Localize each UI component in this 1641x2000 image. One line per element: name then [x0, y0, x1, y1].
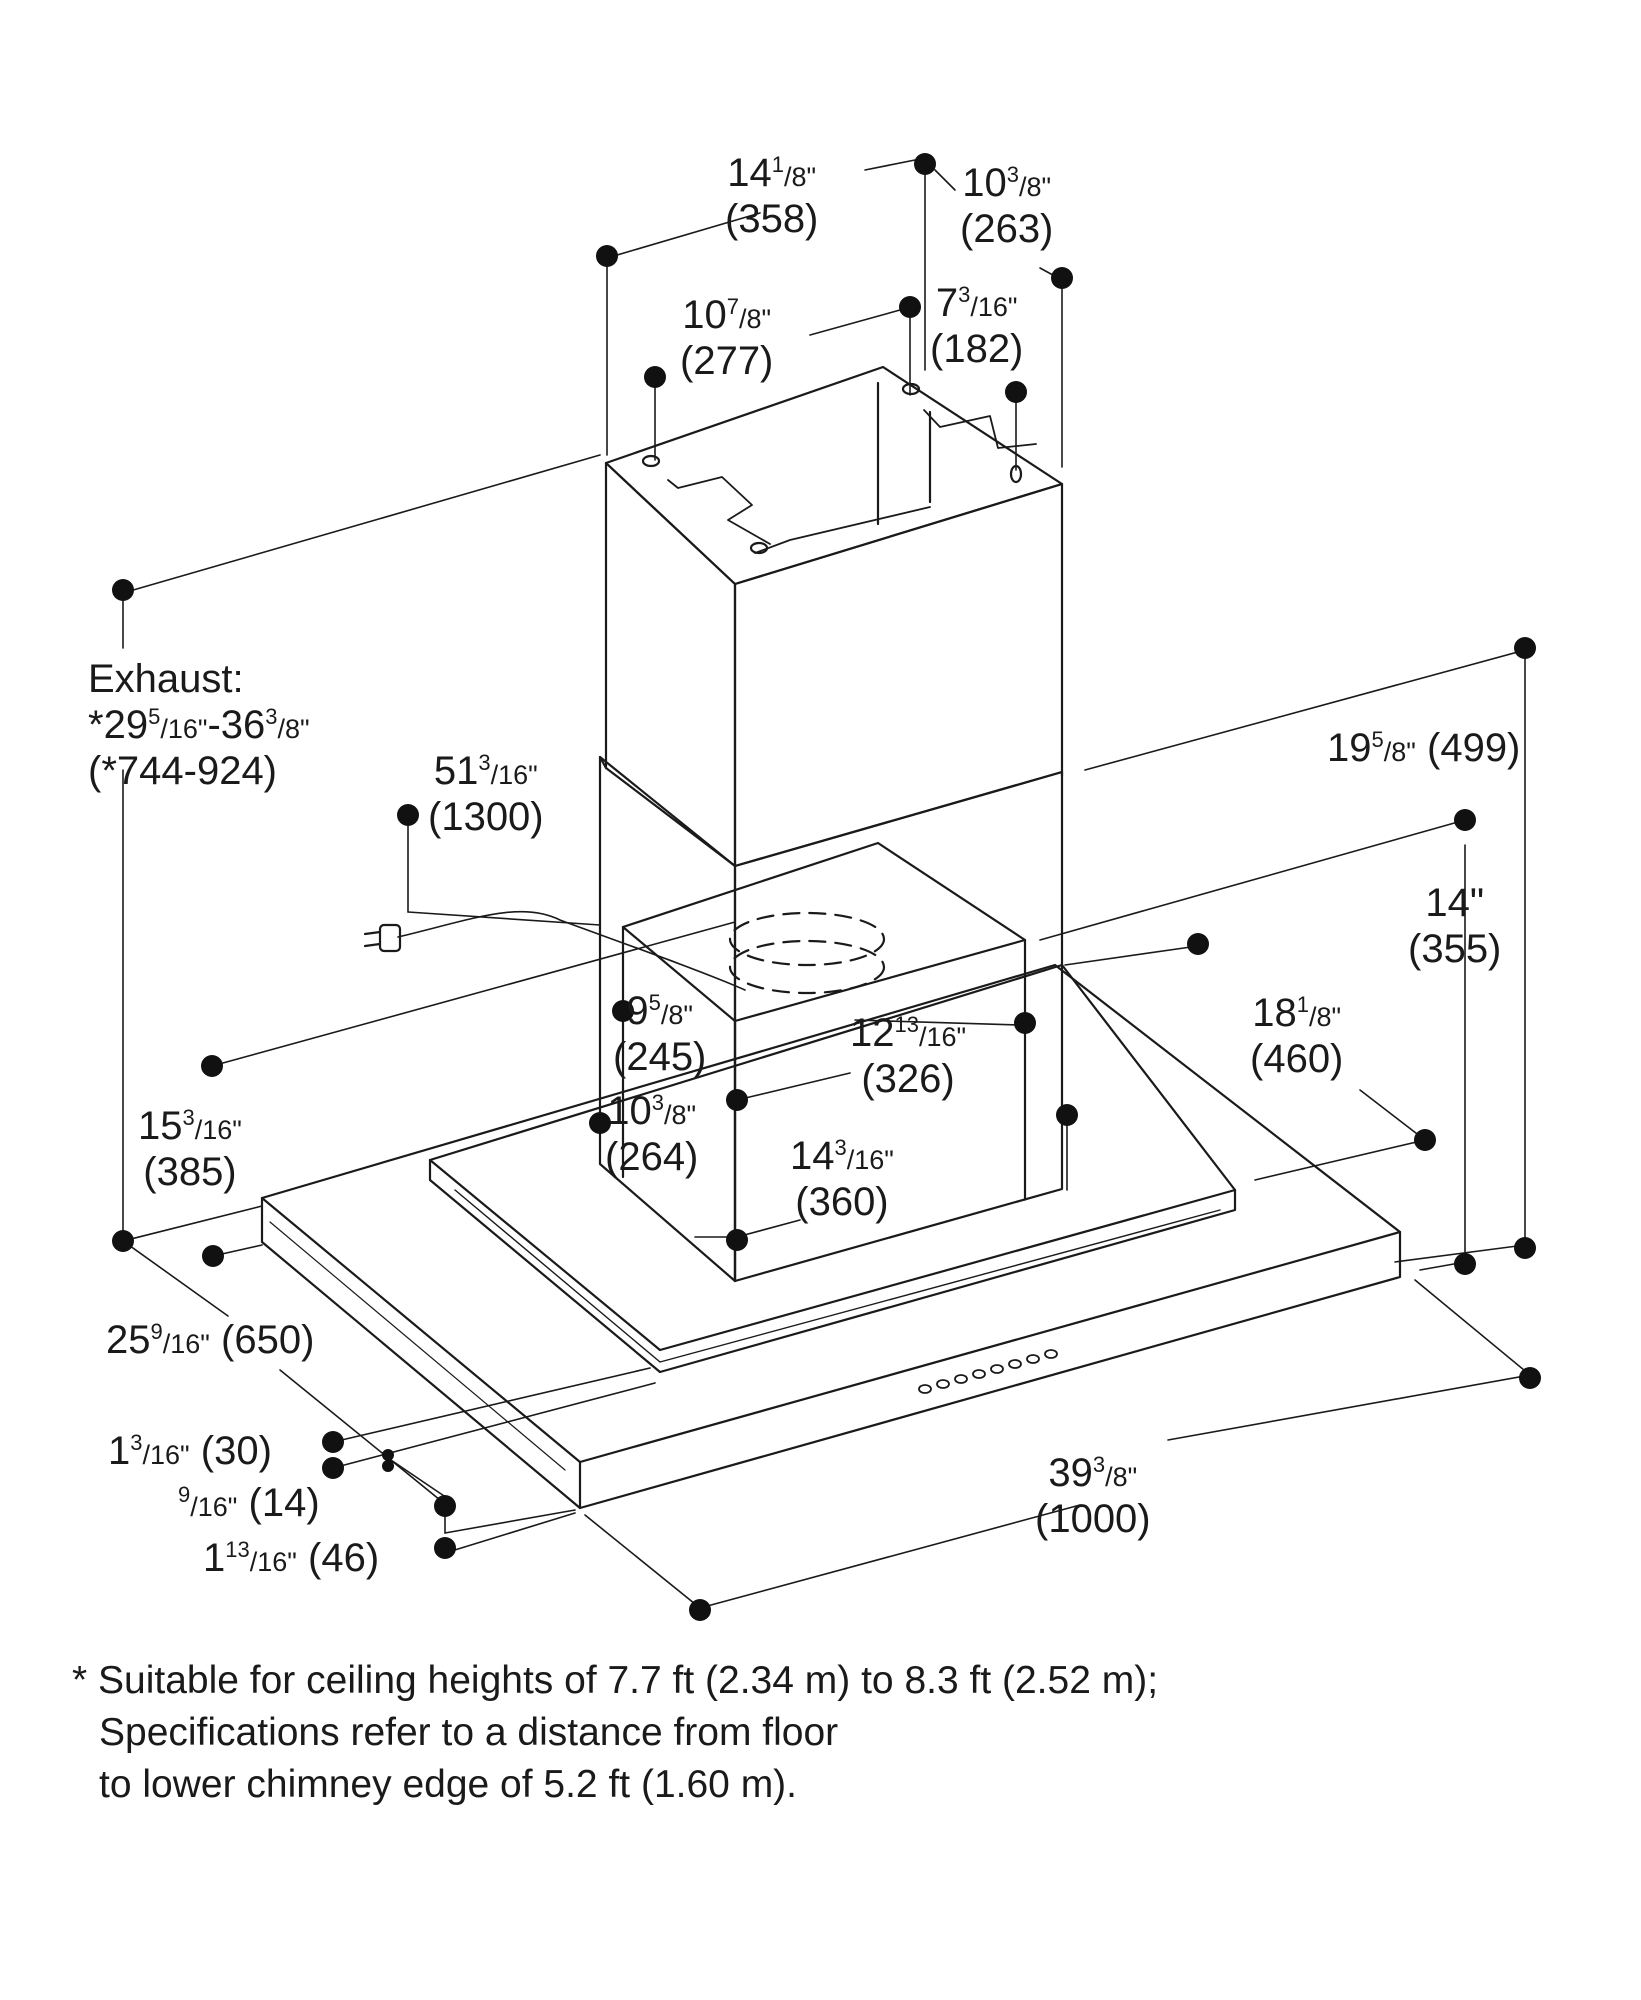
- dim-total-height: 513/16" (1300): [428, 749, 544, 839]
- dim-bracket-width: 107/8" (277): [680, 293, 774, 383]
- power-cord: [363, 910, 746, 991]
- canopy: [260, 963, 1402, 1510]
- dim-chimney-width-top: 141/8" (358): [725, 151, 819, 241]
- dim-chimney-lower-depth: 103/8" (264): [605, 1089, 699, 1179]
- footnote-line-2: Specifications refer to a distance from …: [99, 1710, 839, 1754]
- dim-hood-width: 393/8" (1000): [1035, 1451, 1151, 1541]
- dim-hood-depth: 259/16" (650): [106, 1318, 315, 1362]
- dim-panel-thickness: 13/16" (30): [108, 1429, 272, 1473]
- dim-canopy-depth-total: 195/8" (499): [1327, 726, 1521, 770]
- exhaust-label: Exhaust:: [88, 657, 244, 701]
- dim-chimney-depth-top: 103/8" (263): [960, 161, 1054, 251]
- dimension-lines: [122, 157, 1531, 1609]
- dim-motor-side: 181/8" (460): [1250, 991, 1344, 1081]
- dim-exhaust-range: Exhaust: *295/16"-363/8" (*744-924): [88, 657, 310, 793]
- dim-left-offset: 153/16" (385): [138, 1104, 242, 1194]
- upper-panel: [428, 963, 1237, 1374]
- dim-motor-width: 1213/16" (326): [850, 1011, 967, 1101]
- footnote: * Suitable for ceiling heights of 7.7 ft…: [72, 1655, 1572, 1811]
- dim-outlet-offset: 95/8" (245): [613, 989, 707, 1079]
- dim-canopy-height: 14" (355): [1408, 881, 1502, 971]
- dim-chimney-lower-width: 143/16" (360): [790, 1134, 894, 1224]
- dim-edge-thickness: 9/16" (14): [178, 1481, 320, 1525]
- footnote-line-3: to lower chimney edge of 5.2 ft (1.60 m)…: [99, 1762, 798, 1806]
- dimension-markers: [112, 153, 1541, 1621]
- footnote-line-1: * Suitable for ceiling heights of 7.7 ft…: [72, 1659, 1159, 1702]
- control-buttons: [918, 1349, 1058, 1394]
- dim-bracket-depth: 73/16" (182): [930, 281, 1024, 371]
- dim-canopy-thickness: 113/16" (46): [203, 1536, 380, 1580]
